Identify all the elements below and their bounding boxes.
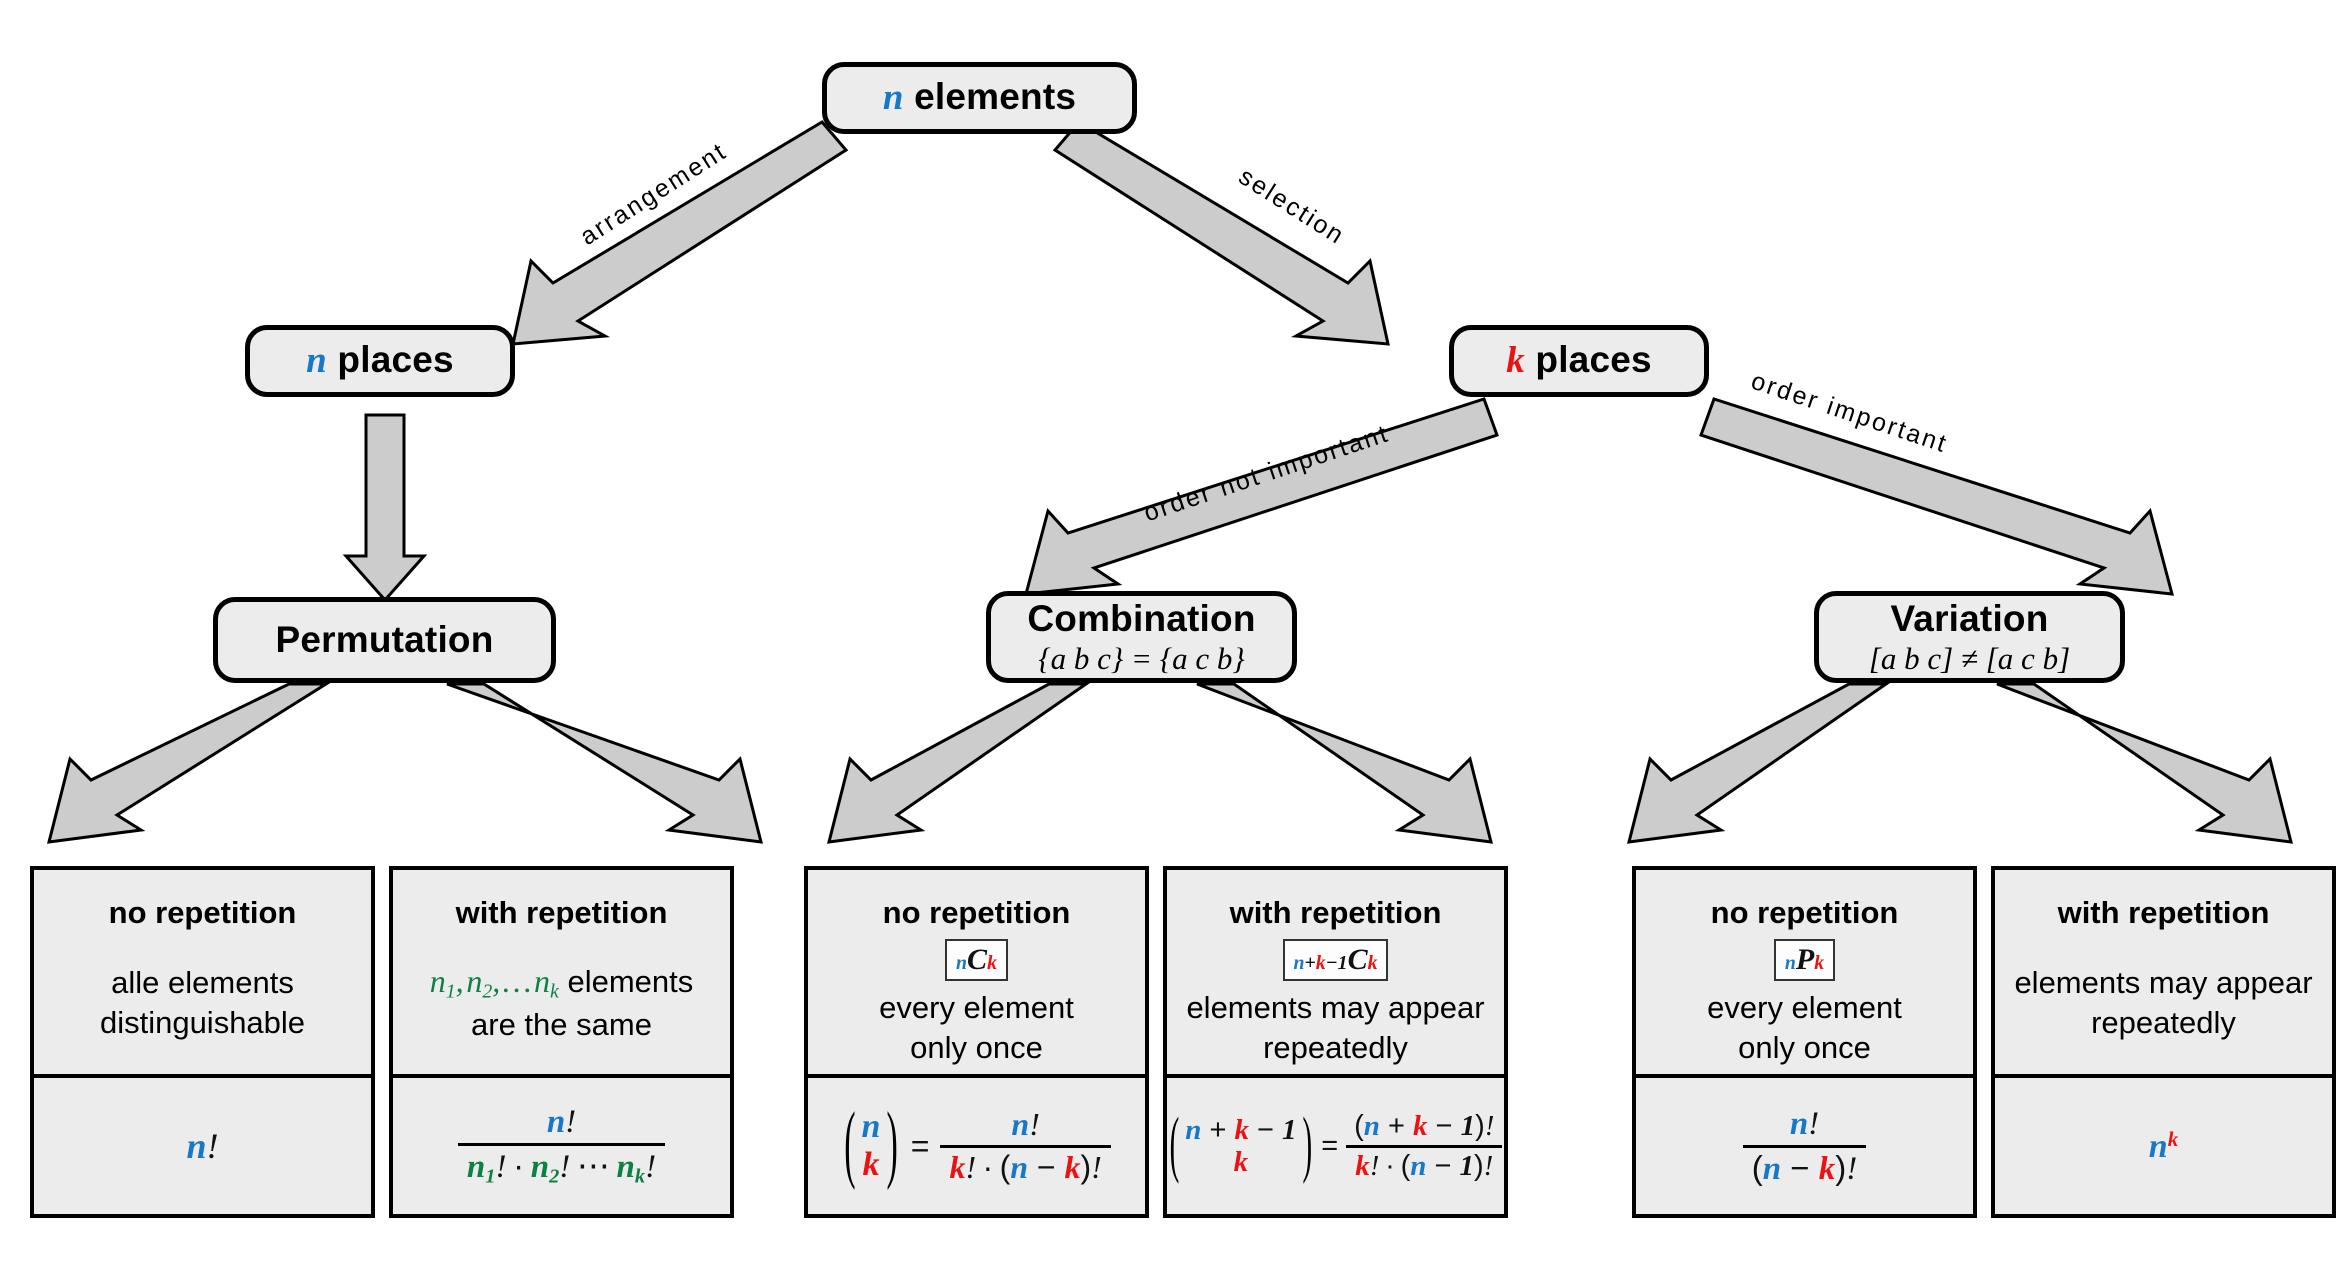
variable-n: n (306, 340, 327, 382)
leaf-box[interactable]: with repetition n+k−1Ck elements may app… (1163, 866, 1508, 1218)
leaf-top: no repetition alle elements distinguisha… (34, 870, 371, 1074)
leaf-description-line: are the same (471, 1006, 652, 1042)
leaf-top: with repetition n1, n2, … nk elements ar… (393, 870, 730, 1074)
leaf-description: every element only once (871, 988, 1082, 1067)
arrow-n-places-to-permutation (342, 413, 428, 603)
variable-n: n (882, 77, 904, 119)
leaf-heading: with repetition (455, 895, 668, 930)
leaf-box[interactable]: with repetition n1, n2, … nk elements ar… (389, 866, 734, 1218)
leaf-top: with repetition elements may appear repe… (1995, 870, 2332, 1074)
leaf-formula: n! (n − k)! (1636, 1074, 1973, 1214)
leaf-heading: no repetition (108, 895, 297, 930)
node-permutation[interactable]: Permutation (213, 597, 556, 683)
arrow-permutation-right (446, 682, 763, 844)
node-combination[interactable]: Combination {a b c} = {a c b} (986, 591, 1297, 683)
variable-k: k (1506, 340, 1525, 382)
leaf-description: n1, n2, … nk elements are the same (422, 961, 702, 1045)
leaf-top: no repetition nCk every element only onc… (808, 870, 1145, 1074)
leaf-heading: with repetition (1229, 895, 1442, 930)
leaf-description-line: elements may appear (1186, 989, 1485, 1025)
leaf-formula: nk (1995, 1074, 2332, 1214)
leaf-description: every element only once (1699, 988, 1910, 1067)
leaf-description-line: only once (1738, 1029, 1871, 1065)
leaf-description-line: n1, n2, … nk elements (429, 962, 694, 1003)
node-n-elements[interactable]: n elements (822, 62, 1137, 134)
node-permutation-title: Permutation (275, 618, 494, 660)
leaf-description: elements may appear repeatedly (1178, 988, 1492, 1067)
leaf-box[interactable]: no repetition alle elements distinguisha… (30, 866, 375, 1218)
node-n-places[interactable]: n places (245, 325, 515, 397)
node-variation[interactable]: Variation [a b c] ≠ [a c b] (1814, 591, 2125, 683)
symbol-n-plus-k-minus-1-C-k: n+k−1Ck (1282, 939, 1389, 982)
leaf-description-line: distinguishable (99, 1004, 306, 1040)
node-n-places-label: n places (306, 339, 454, 383)
leaf-symbol: n+k−1Ck (1282, 939, 1389, 982)
leaf-description-line: repeatedly (2091, 1004, 2236, 1040)
leaf-top: no repetition nPk every element only onc… (1636, 870, 1973, 1074)
leaf-description: elements may appear repeatedly (2006, 963, 2320, 1042)
arrow-arrangement (511, 120, 849, 346)
leaf-top: with repetition n+k−1Ck elements may app… (1167, 870, 1504, 1074)
leaf-heading: with repetition (2057, 895, 2270, 930)
leaf-symbol: nPk (1773, 939, 1836, 982)
arrow-order-not-important (1023, 397, 1499, 596)
edge-label-order-not-important: order not important (1140, 419, 1393, 528)
node-k-places-text: places (1535, 339, 1652, 381)
edge-label-arrangement: arrangement (575, 136, 733, 251)
arrow-combination-left (827, 682, 1091, 844)
leaf-description-line: elements may appear (2014, 964, 2313, 1000)
node-combination-title: Combination (1027, 597, 1256, 639)
arrow-permutation-left (47, 682, 332, 844)
leaf-formula: n! (34, 1074, 371, 1214)
node-k-places[interactable]: k places (1449, 325, 1709, 397)
node-combination-subtitle: {a b c} = {a c b} (1038, 641, 1245, 677)
leaf-description-line: repeatedly (1263, 1029, 1408, 1065)
leaf-description-line: every element (1707, 989, 1902, 1025)
leaf-symbol: nCk (945, 939, 1008, 982)
leaf-heading: no repetition (1710, 895, 1899, 930)
leaf-heading: no repetition (882, 895, 1071, 930)
arrow-variation-right (1996, 682, 2293, 844)
edge-label-selection: selection (1233, 162, 1351, 251)
leaf-box[interactable]: no repetition nPk every element only onc… (1632, 866, 1977, 1218)
arrow-combination-right (1196, 682, 1493, 844)
leaf-box[interactable]: no repetition nCk every element only onc… (804, 866, 1149, 1218)
edge-label-order-important: order important (1747, 366, 1952, 459)
leaf-description-line: only once (910, 1029, 1043, 1065)
node-n-places-text: places (337, 339, 454, 381)
node-k-places-label: k places (1506, 339, 1652, 383)
leaf-box[interactable]: with repetition elements may appear repe… (1991, 866, 2336, 1218)
symbol-nPk: nPk (1773, 939, 1836, 982)
node-n-elements-text: elements (914, 76, 1077, 118)
node-n-elements-label: n elements (883, 76, 1076, 120)
leaf-description: alle elements distinguishable (92, 963, 313, 1042)
node-variation-subtitle: [a b c] ≠ [a c b] (1868, 641, 2071, 677)
symbol-nCk: nCk (945, 939, 1008, 982)
arrow-variation-left (1627, 682, 1891, 844)
leaf-description-line: every element (879, 989, 1074, 1025)
node-variation-title: Variation (1890, 597, 2049, 639)
leaf-description-line: alle elements (111, 964, 294, 1000)
leaf-formula: n! n1! · n2! ⋯ nk! (393, 1074, 730, 1214)
